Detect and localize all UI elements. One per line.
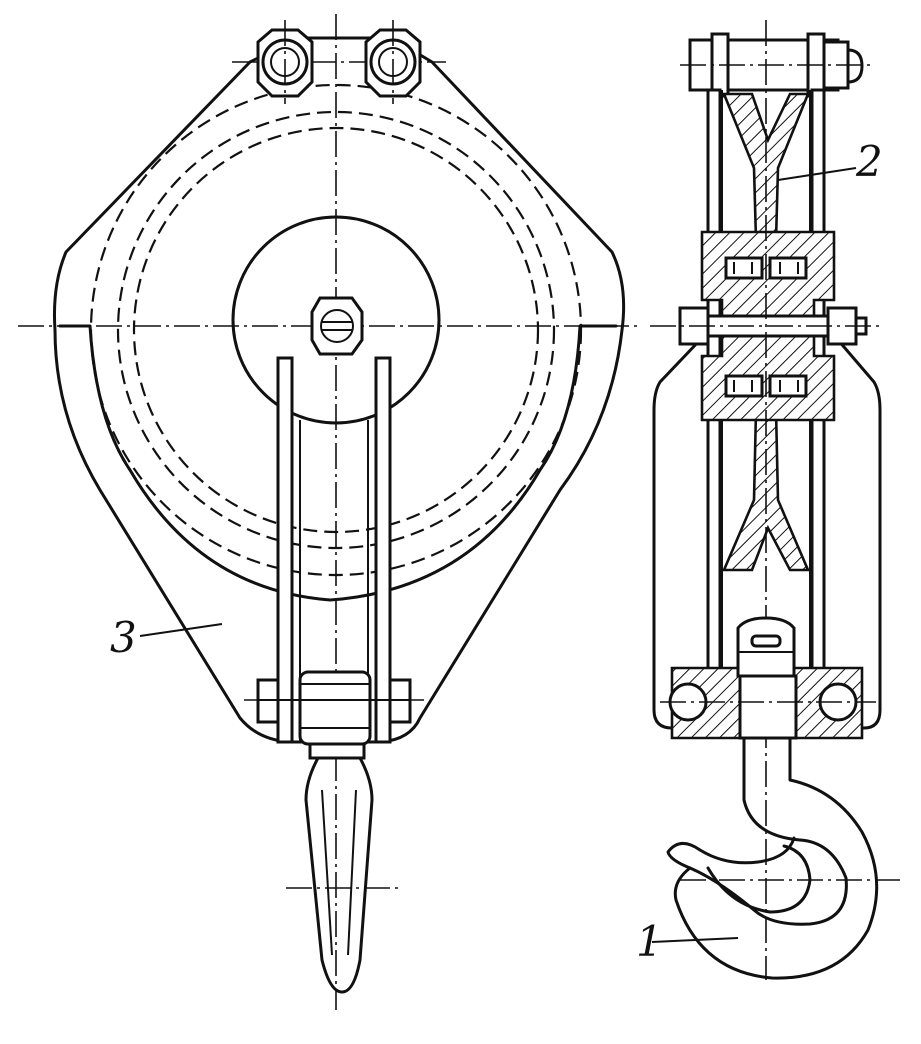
sheave-middle-circle	[116, 110, 556, 550]
top-bolt-left	[256, 20, 314, 104]
bearing-lower	[724, 374, 808, 398]
side-top-bolt	[680, 32, 870, 98]
bearing-upper	[724, 256, 808, 280]
axle-bolt	[650, 306, 880, 346]
hook	[666, 736, 900, 980]
housing-cheek-outline	[53, 36, 626, 744]
bottom-shank	[286, 756, 402, 994]
housing-inner-rim	[58, 324, 618, 602]
leader-part-2	[777, 167, 857, 181]
side-section-view: 2 1	[636, 20, 900, 980]
front-view: 3	[18, 14, 638, 1010]
top-bolt-right	[364, 20, 422, 104]
upper-sheave-section	[722, 92, 810, 242]
crosshead	[660, 666, 876, 740]
leader-part-1	[651, 937, 739, 943]
label-part-2: 2	[855, 137, 883, 186]
bottom-pin-assembly	[244, 670, 424, 760]
strap-plate-right	[374, 356, 392, 744]
leader-part-3	[139, 623, 223, 637]
hook-nut	[736, 616, 796, 678]
strap-plate-left	[276, 356, 294, 744]
label-part-3: 3	[110, 613, 137, 662]
axle-nut	[310, 296, 364, 356]
